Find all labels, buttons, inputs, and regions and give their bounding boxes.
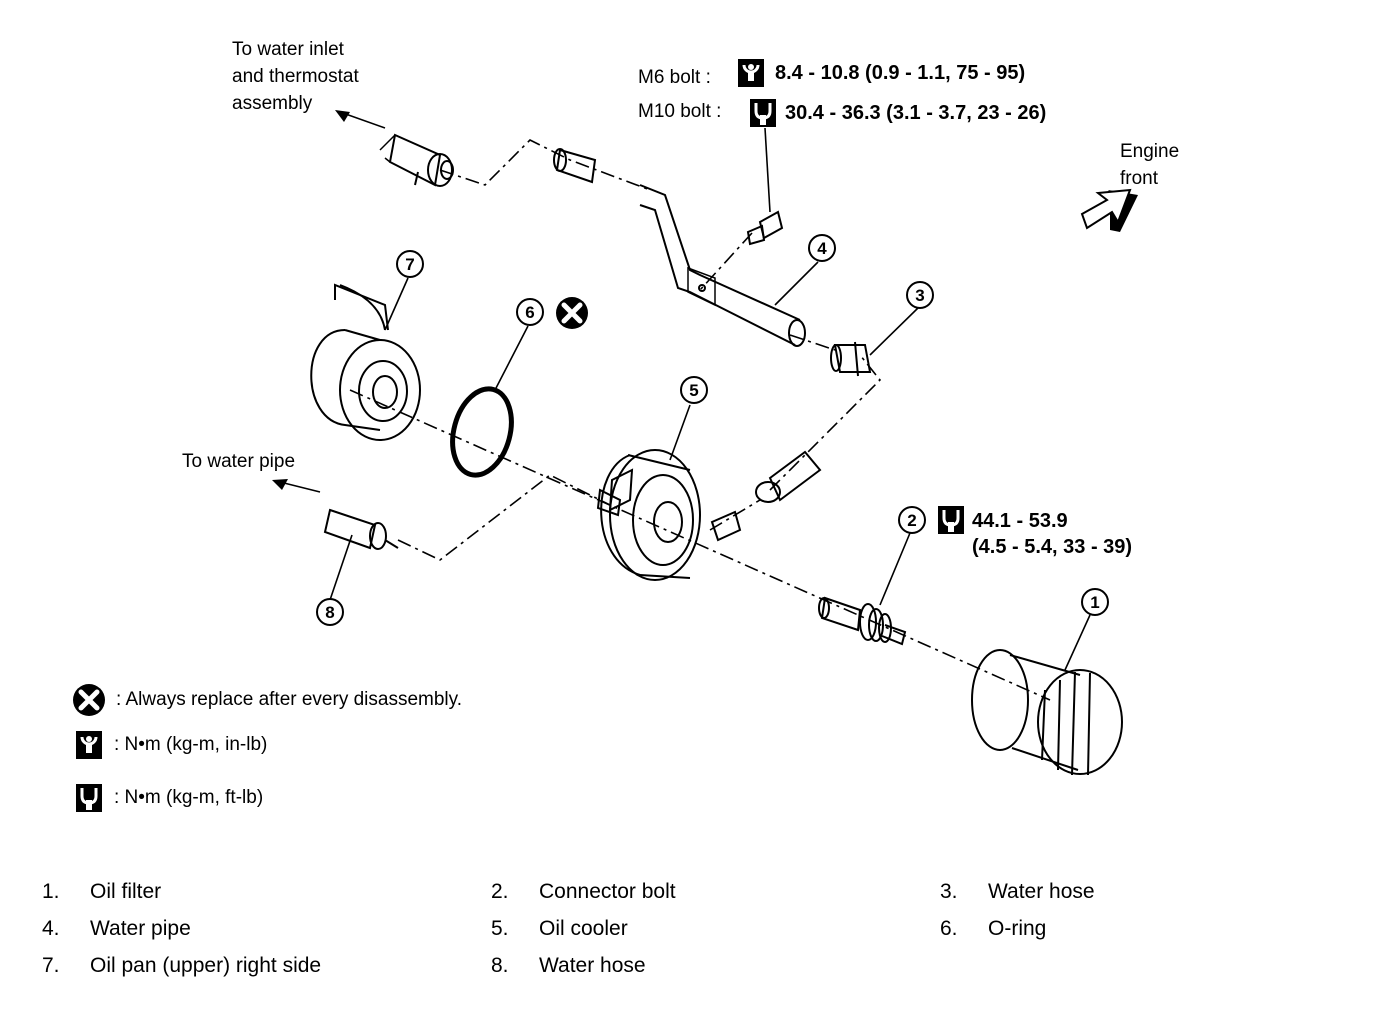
part-name: O-ring xyxy=(988,917,1047,940)
part-number: 6. xyxy=(940,917,958,940)
callout-5: 5 xyxy=(680,376,708,404)
oil-cooler xyxy=(596,449,742,581)
replace-x-icon xyxy=(556,297,588,329)
m10-torque-value: 30.4 - 36.3 (3.1 - 3.7, 23 - 26) xyxy=(785,102,1047,124)
engine-front-arrow xyxy=(1080,188,1138,232)
legend-in-lb-text: : N•m (kg-m, in-lb) xyxy=(114,734,268,755)
part-item: 8. Water hose xyxy=(491,952,646,980)
callout-3: 3 xyxy=(906,281,934,309)
callout-7: 7 xyxy=(396,250,424,278)
centerline-pipe-end xyxy=(789,334,836,351)
part-number: 5. xyxy=(491,917,509,940)
o-ring xyxy=(450,386,514,478)
label-to-water-pipe: To water pipe xyxy=(182,451,296,472)
centerline-lower-hose xyxy=(769,354,882,491)
callout-number: 6 xyxy=(525,303,534,322)
part-name: Oil pan (upper) right side xyxy=(90,954,322,977)
centerline-hose-8 xyxy=(397,474,611,561)
upper-hose-stub xyxy=(553,148,597,184)
legend-replace: : Always replace after every disassembly… xyxy=(72,683,462,717)
label-to-water-inlet: To water inlet and thermostat assembly xyxy=(232,39,359,114)
part-number: 7. xyxy=(42,954,60,977)
legend-torque-ft-lb: : N•m (kg-m, ft-lb) xyxy=(74,783,263,813)
connector-bolt-torque-value: 44.1 - 53.9 (4.5 - 5.4, 33 - 39) xyxy=(972,510,1133,558)
m6-torque-value: 8.4 - 10.8 (0.9 - 1.1, 75 - 95) xyxy=(775,62,1026,84)
oil-pan-boss xyxy=(310,283,421,441)
cooler-inlet-hose xyxy=(755,450,822,503)
part-item: 6. O-ring xyxy=(940,915,1046,943)
part-item: 3. Water hose xyxy=(940,878,1095,906)
water-hose-3 xyxy=(830,341,872,377)
callout-2: 2 xyxy=(898,506,926,534)
centerline-oil-filter xyxy=(349,389,1051,701)
callout-number: 1 xyxy=(1090,593,1099,612)
part-number: 4. xyxy=(42,917,60,940)
torque-ft-lb-icon xyxy=(74,783,104,813)
part-name: Water hose xyxy=(539,954,646,977)
torque-ft-lb-icon xyxy=(936,504,966,536)
part-name: Oil filter xyxy=(90,880,162,903)
part-item: 4. Water pipe xyxy=(42,915,191,943)
torque-ft-lb-icon xyxy=(748,97,778,129)
legend-torque-in-lb: : N•m (kg-m, in-lb) xyxy=(74,730,267,760)
water-pipe xyxy=(639,184,806,347)
callout-8: 8 xyxy=(316,598,344,626)
part-number: 2. xyxy=(491,880,509,903)
callout-number: 5 xyxy=(689,381,698,400)
legend-ft-lb-text: : N•m (kg-m, ft-lb) xyxy=(114,787,264,808)
m6-bolt xyxy=(746,210,784,246)
callout-number: 3 xyxy=(915,286,924,305)
m10-bolt-label: M10 bolt : xyxy=(638,101,722,122)
part-item: 1. Oil filter xyxy=(42,878,161,906)
callout-number: 4 xyxy=(817,239,827,258)
callout-number: 2 xyxy=(907,511,916,530)
callout-4: 4 xyxy=(808,234,836,262)
part-name: Connector bolt xyxy=(539,880,676,903)
m6-bolt-label: M6 bolt : xyxy=(638,67,711,88)
centerline-bolt-m6 xyxy=(699,232,753,291)
replace-x-icon xyxy=(72,683,106,717)
part-number: 3. xyxy=(940,880,958,903)
callout-1: 1 xyxy=(1081,588,1109,616)
torque-in-lb-icon xyxy=(736,57,766,89)
torque-in-lb-icon xyxy=(74,730,104,760)
part-item: 2. Connector bolt xyxy=(491,878,676,906)
part-item: 7. Oil pan (upper) right side xyxy=(42,952,321,980)
water-hose-8 xyxy=(323,508,399,550)
part-name: Water pipe xyxy=(90,917,191,940)
callout-number: 7 xyxy=(405,255,414,274)
callout-number: 8 xyxy=(325,603,334,622)
connector-bolt xyxy=(818,596,907,646)
oil-filter xyxy=(971,649,1123,776)
part-number: 1. xyxy=(42,880,60,903)
legend-replace-text: : Always replace after every disassembly… xyxy=(116,689,463,710)
centerline-upper-hose xyxy=(439,139,651,191)
label-engine-front: Engine front xyxy=(1120,141,1180,189)
callout-6: 6 xyxy=(516,298,544,326)
part-name: Water hose xyxy=(988,880,1095,903)
part-item: 5. Oil cooler xyxy=(491,915,628,943)
part-number: 8. xyxy=(491,954,509,977)
part-name: Oil cooler xyxy=(539,917,628,940)
upper-water-hose xyxy=(379,133,454,187)
